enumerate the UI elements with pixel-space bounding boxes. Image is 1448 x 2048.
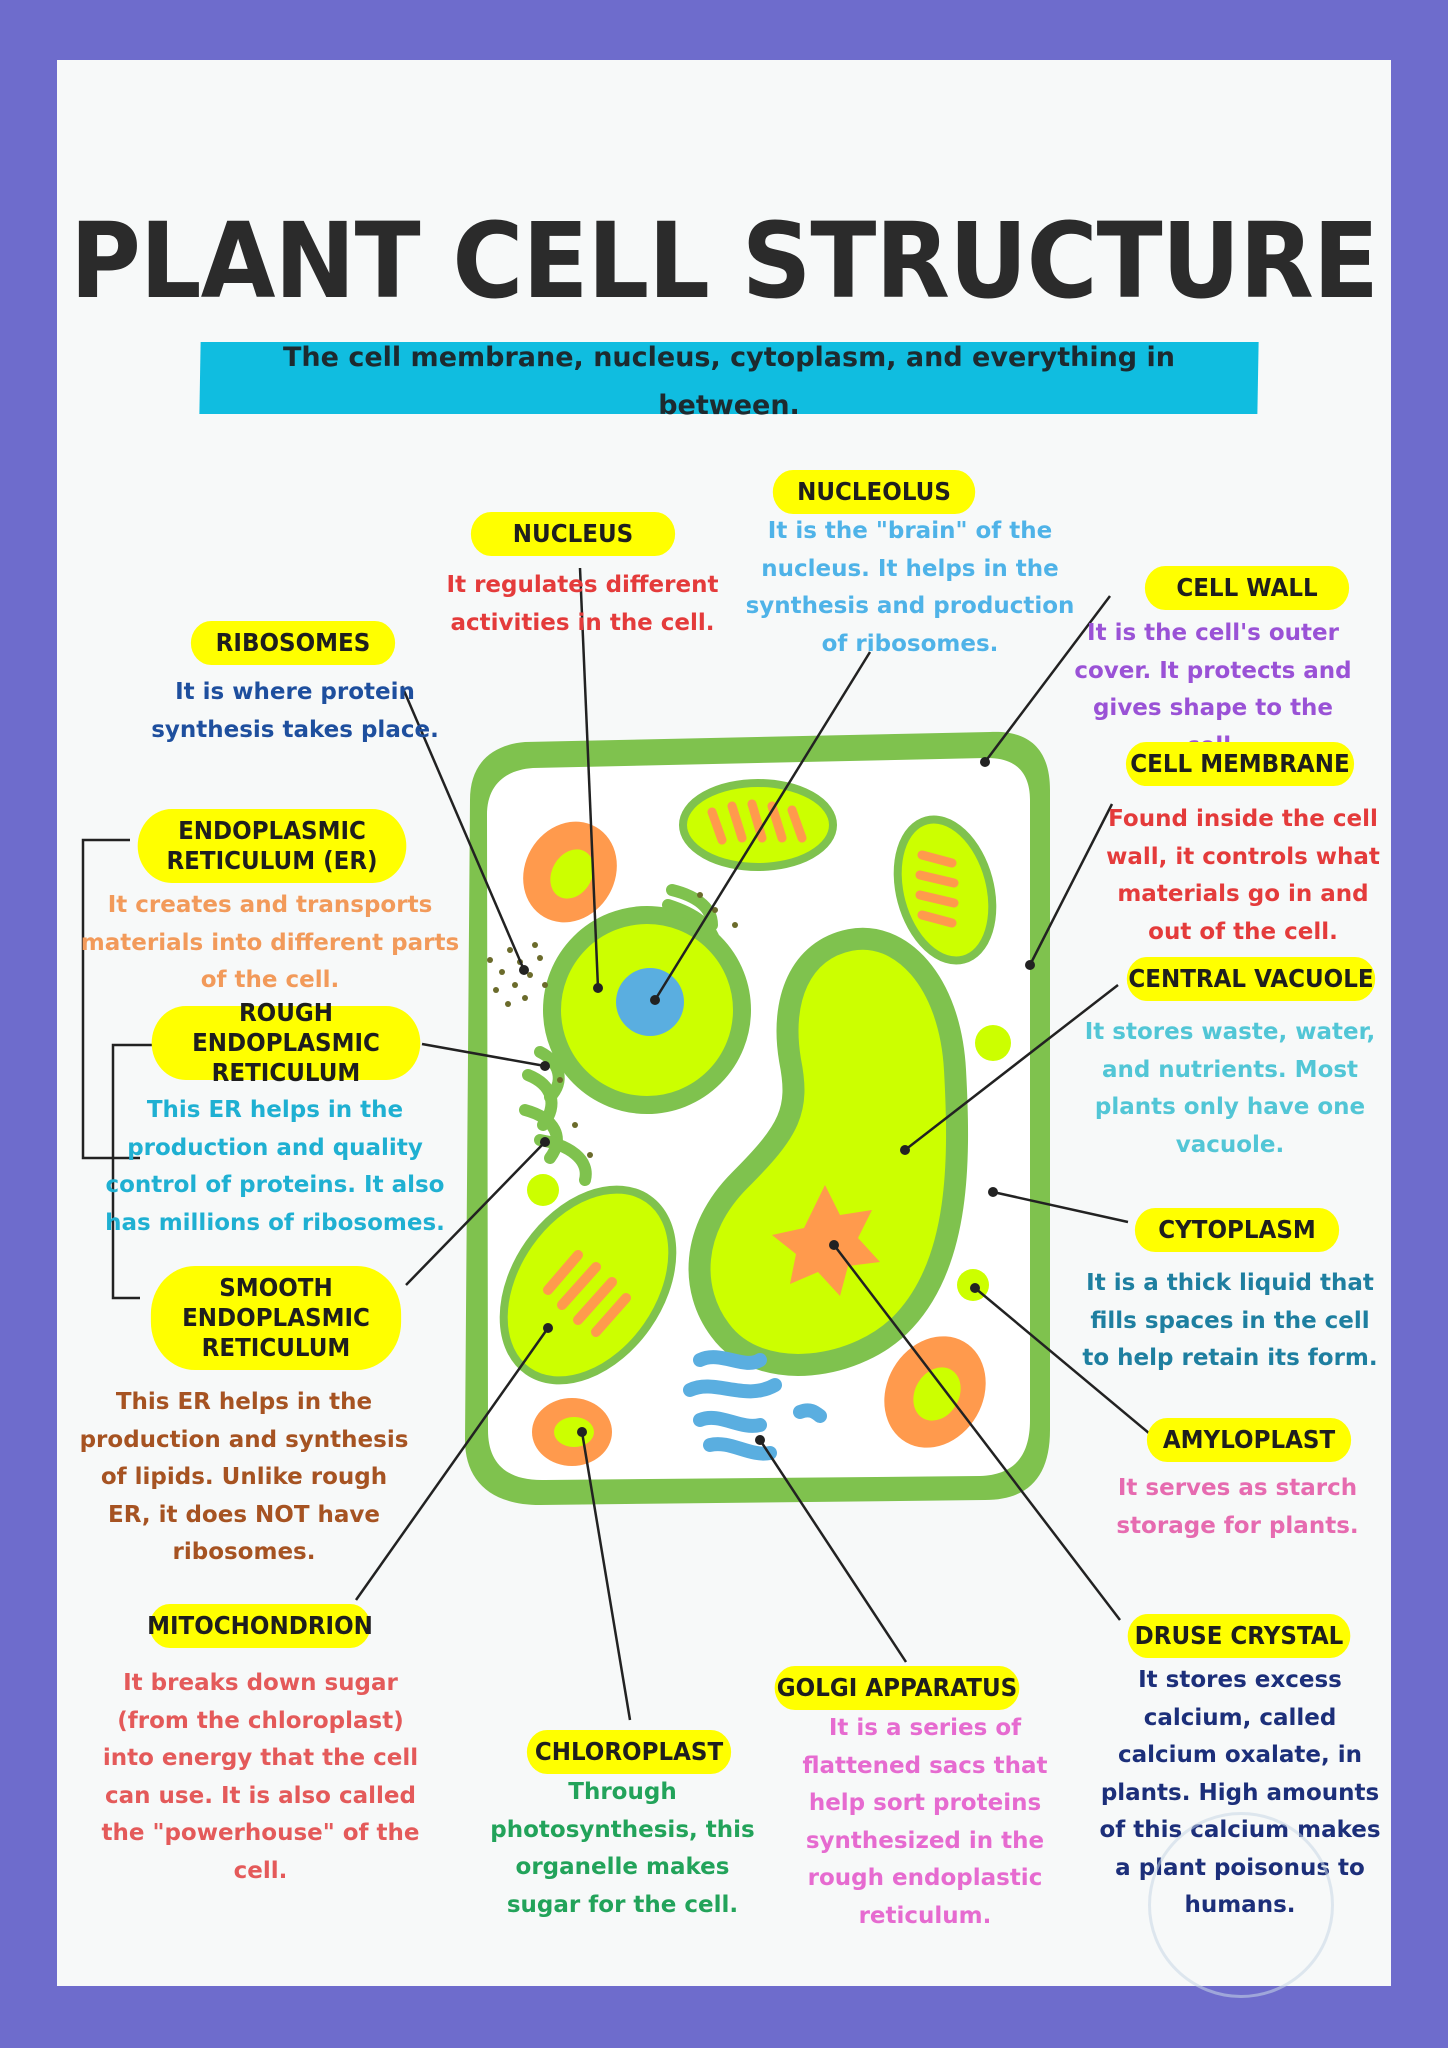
pointer-lines [81, 567, 1151, 1721]
tag-cell-wall: CELL WALL [1144, 566, 1350, 610]
vesicle-left [527, 1174, 559, 1206]
tag-mitochondrion: MITOCHONDRION [147, 1604, 373, 1648]
tag-golgi-apparatus: GOLGI APPARATUS [774, 1666, 1020, 1710]
tag-nucleolus: NUCLEOLUS [772, 470, 976, 514]
tag-rough-er: ROUGH ENDOPLASMIC RETICULUM [151, 998, 421, 1087]
tag-chloroplast: CHLOROPLAST [526, 1730, 732, 1774]
desc-endoplasmic-reticulum: It creates and transports materials into… [80, 892, 460, 993]
tag-endoplasmic-reticulum: ENDOPLASMIC RETICULUM (ER) [137, 809, 407, 883]
tag-ribosomes: RIBOSOMES [190, 621, 396, 665]
tag-nucleus: NUCLEUS [470, 512, 676, 556]
mitochondrion-top [679, 779, 837, 871]
chloroplast-bottom-left [532, 1398, 612, 1466]
chloroplast-right [884, 1336, 986, 1448]
tag-cytoplasm: CYTOPLASM [1134, 1208, 1340, 1252]
desc-golgi-apparatus: It is a series of flattened sacs that he… [802, 1715, 1048, 1929]
desc-mitochondrion: It breaks down sugar (from the chloropla… [101, 1670, 420, 1884]
tag-amyloplast: AMYLOPLAST [1146, 1418, 1352, 1462]
desc-smooth-er: This ER helps in the production and synt… [79, 1389, 409, 1565]
tag-smooth-er: SMOOTH ENDOPLASMIC RETICULUM [150, 1266, 402, 1370]
druse-crystal-shape [772, 1185, 880, 1296]
desc-ribosomes: It is where protein synthesis takes plac… [151, 679, 439, 743]
mitochondrion-upper-right [893, 815, 997, 965]
vesicle-right [975, 1025, 1011, 1061]
golgi-shape [683, 1350, 827, 1461]
desc-nucleolus: It is the "brain" of the nucleus. It hel… [745, 518, 1075, 657]
desc-rough-er: This ER helps in the production and qual… [105, 1097, 445, 1236]
desc-central-vacuole: It stores waste, water, and nutrients. M… [1084, 1019, 1376, 1158]
page-title: PLANT CELL STRUCTURE [69, 200, 1379, 322]
desc-amyloplast: It serves as starch storage for plants. [1116, 1475, 1359, 1539]
nucleolus-shape [616, 968, 684, 1036]
desc-nucleus: It regulates different activities in the… [446, 572, 719, 636]
tag-cell-membrane: CELL MEMBRANE [1125, 742, 1355, 786]
page-subtitle: The cell membrane, nucleus, cytoplasm, a… [282, 342, 1175, 421]
tag-druse-crystal: DRUSE CRYSTAL [1127, 1614, 1351, 1658]
watermark-logo [1148, 1812, 1334, 1998]
central-vacuole-shape [688, 927, 969, 1376]
desc-cell-membrane: Found inside the cell wall, it controls … [1106, 806, 1380, 945]
pointer-dots [519, 757, 1035, 1445]
tag-central-vacuole: CENTRAL VACUOLE [1126, 957, 1376, 1001]
ribosome-dots [487, 892, 738, 1158]
desc-chloroplast: Through photosynthesis, this organelle m… [490, 1779, 755, 1918]
desc-cytoplasm: It is a thick liquid that fills spaces i… [1082, 1270, 1378, 1371]
